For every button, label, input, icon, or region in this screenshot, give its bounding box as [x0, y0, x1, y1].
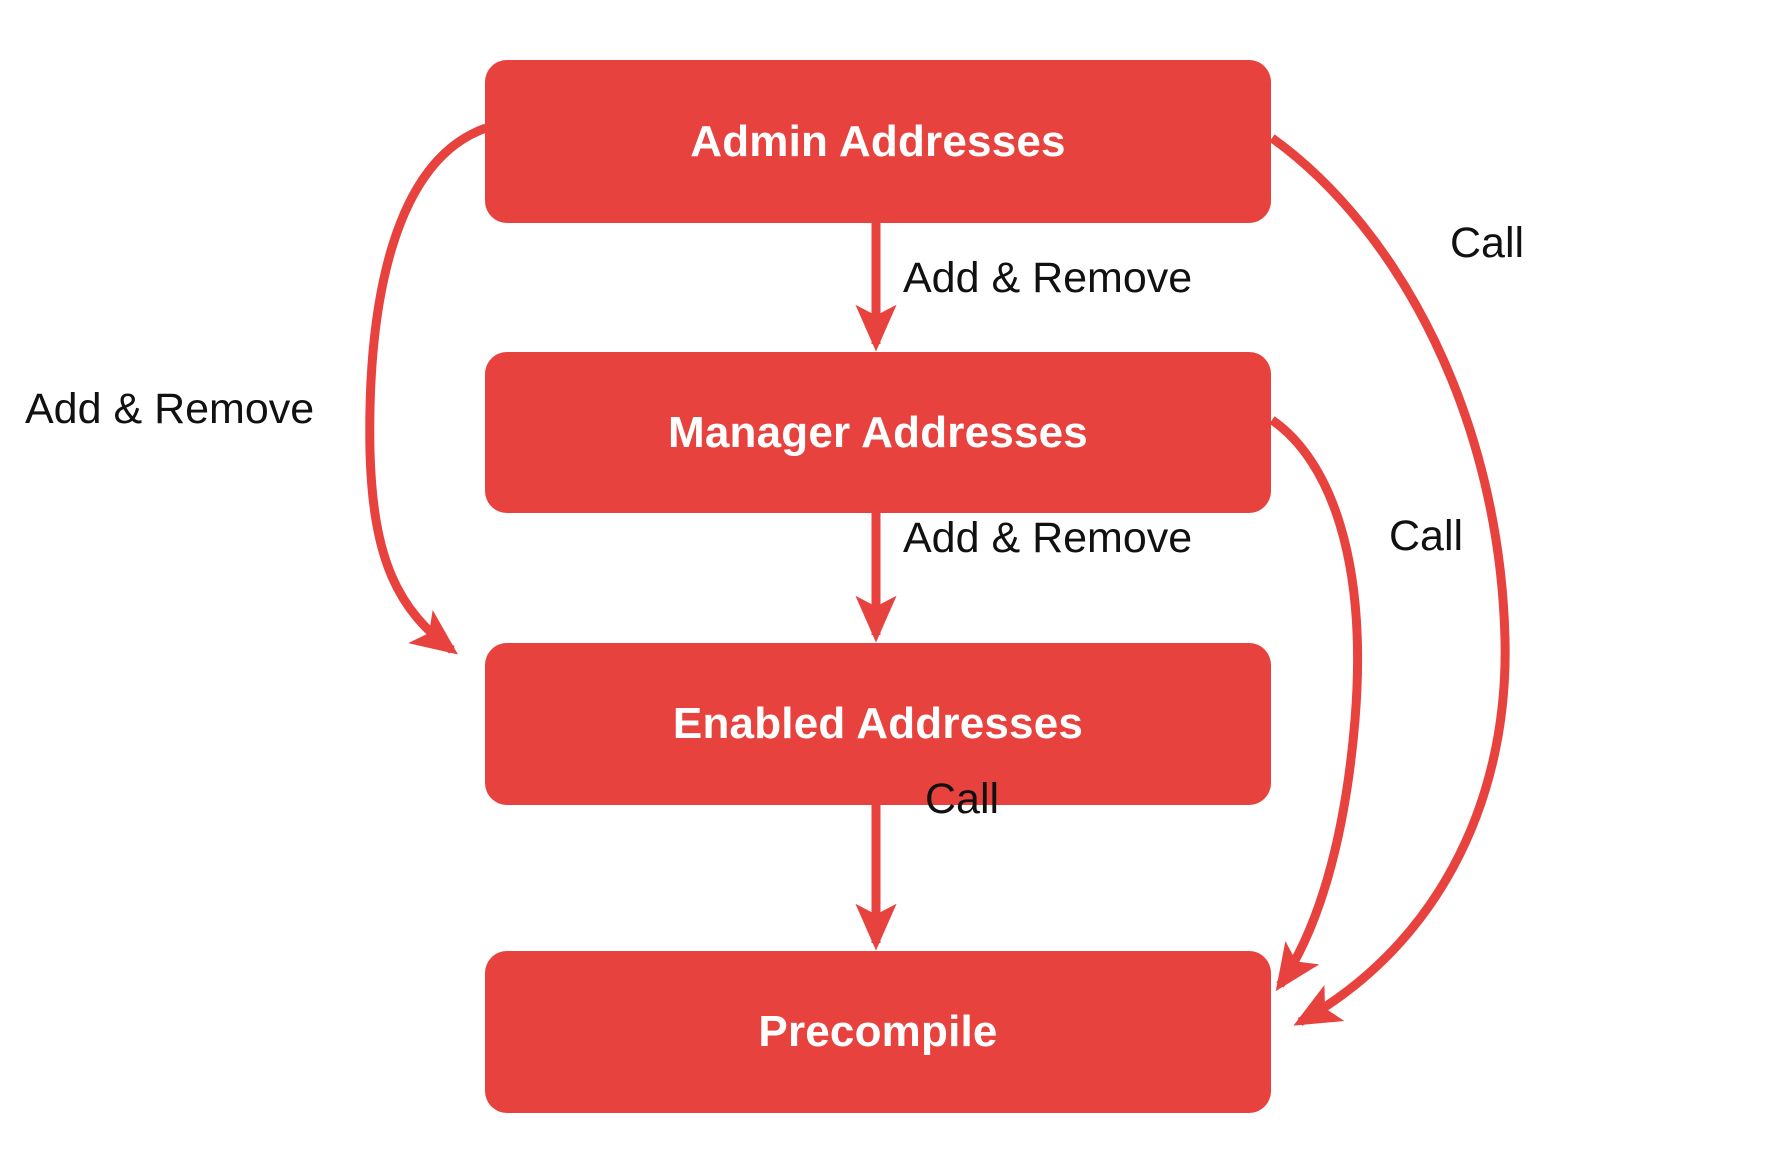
edge-label-enabled-to-precompile: Call	[925, 775, 1000, 823]
node-label: Enabled Addresses	[672, 699, 1084, 748]
node-label: Admin Addresses	[690, 116, 1066, 166]
edge-admin-to-enabled	[365, 123, 488, 655]
node-admin-addresses[interactable]: Admin Addresses	[485, 60, 1271, 223]
node-label: Precompile	[758, 1007, 998, 1056]
edge-admin-to-precompile	[1269, 134, 1510, 1026]
node-enabled-addresses[interactable]: Enabled Addresses	[485, 643, 1271, 805]
edge-label-manager-to-precompile: Call	[1389, 512, 1464, 560]
node-precompile[interactable]: Precompile	[485, 951, 1271, 1113]
node-manager-addresses[interactable]: Manager Addresses	[485, 352, 1271, 513]
edge-label-manager-to-enabled: Add & Remove	[903, 514, 1193, 562]
edge-label-admin-to-manager: Add & Remove	[903, 254, 1193, 302]
edge-manager-to-precompile	[1269, 416, 1362, 992]
edge-label-admin-to-enabled: Add & Remove	[25, 385, 315, 433]
node-label: Manager Addresses	[668, 407, 1088, 457]
edge-label-admin-to-precompile: Call	[1450, 219, 1525, 267]
